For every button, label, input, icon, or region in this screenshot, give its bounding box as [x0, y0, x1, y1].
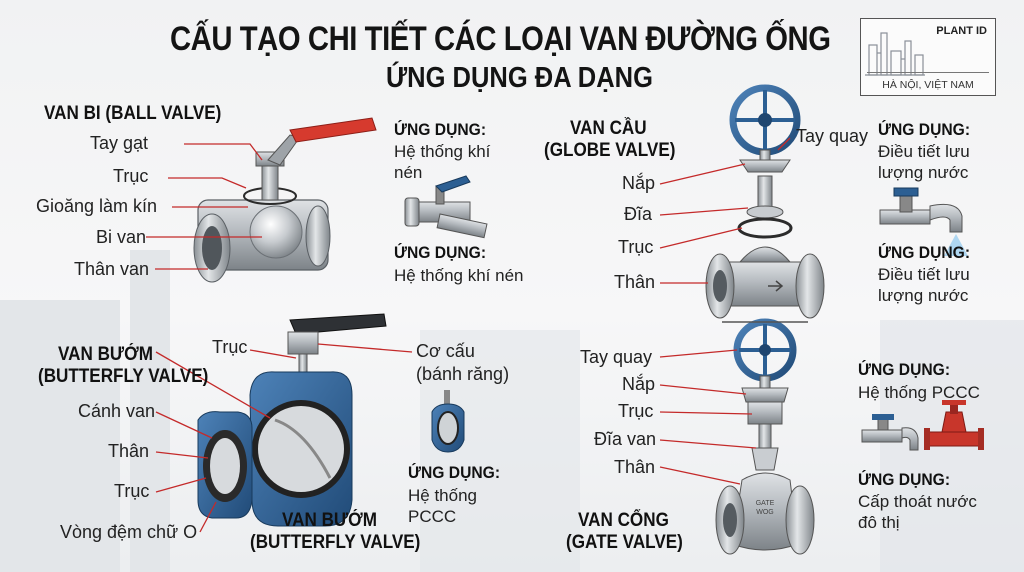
tap-icon — [861, 414, 919, 451]
gate-app-1-line-1: Hệ thống PCCC — [858, 383, 980, 402]
globe-part-disc: Đĩa — [624, 204, 653, 224]
gate-stem — [758, 423, 772, 449]
gate-app-2-line-1: Cấp thoát nước — [858, 492, 977, 511]
logo-name: PLANT ID — [936, 25, 987, 37]
gate-footer-title: VAN CỔNG — [578, 510, 669, 531]
butterfly-app-line-1: Hệ thống — [408, 486, 477, 505]
globe-valve-drawing — [705, 84, 825, 319]
gate-app-2-line-2: đô thị — [858, 513, 900, 532]
globe-app-2-heading: ỨNG DỤNG: — [878, 243, 971, 262]
butterfly-valve-drawing — [197, 313, 387, 527]
butterfly-valve-heading: VAN BƯỚM — [58, 344, 153, 365]
globe-body — [721, 261, 809, 307]
globe-app-2-line-2: lượng nước — [878, 286, 969, 305]
ball-part-stem: Trục — [113, 166, 149, 186]
ball-valve-stem — [261, 163, 279, 201]
butterfly-disc — [252, 400, 350, 498]
ball-part-ball: Bi van — [96, 227, 147, 247]
gate-part-stem: Trục — [618, 401, 654, 421]
butterfly-handle — [289, 313, 387, 335]
gate-part-handwheel: Tay quay — [580, 347, 653, 367]
leader-lines — [146, 137, 791, 533]
small-butterfly-valve-icon — [431, 390, 465, 453]
butterfly-part-gear: Cơ cấu — [416, 341, 475, 361]
globe-app-1-line-1: Điều tiết lưu — [878, 142, 970, 161]
page-subtitle: ỨNG DỤNG ĐA DẠNG — [386, 62, 653, 94]
butterfly-part-disc: Cánh van — [78, 401, 156, 421]
faucet-icon — [879, 187, 968, 256]
gate-footer-subtitle: (GATE VALVE) — [566, 532, 683, 553]
ball-app-2-heading: ỨNG DỤNG: — [394, 243, 487, 262]
ball-valve-bore — [202, 226, 222, 270]
butterfly-part-gear-note: (bánh răng) — [416, 364, 510, 384]
gate-wedge — [751, 447, 779, 471]
butterfly-part-stem: Trục — [114, 481, 150, 501]
butterfly-part-o-ring: Vòng đệm chữ O — [60, 522, 198, 542]
butterfly-part-stem-top: Trục — [212, 337, 248, 357]
ball-app-1-line-1: Hệ thống khí — [394, 142, 491, 161]
butterfly-app-line-2: PCCC — [408, 507, 457, 526]
ball-app-1-heading: ỨNG DỤNG: — [394, 120, 487, 139]
background-building — [0, 300, 120, 572]
ball-part-seal: Gioăng làm kín — [36, 196, 158, 216]
gate-part-body: Thân — [614, 457, 656, 477]
globe-disc — [746, 205, 784, 219]
red-valve-icon — [924, 400, 984, 450]
ball-valve-drawing — [193, 117, 377, 283]
gate-bonnet — [741, 387, 789, 403]
butterfly-footer-subtitle: (BUTTERFLY VALVE) — [250, 532, 421, 553]
globe-gasket — [737, 217, 793, 239]
pneumatic-valve-icon — [404, 175, 488, 239]
globe-part-handwheel: Tay quay — [796, 126, 869, 146]
ball-part-handle: Tay gạt — [90, 133, 149, 153]
ball-app-2-line-1: Hệ thống khí nén — [394, 266, 524, 285]
gate-app-1-heading: ỨNG DỤNG: — [858, 360, 951, 379]
logo-divider — [867, 72, 989, 73]
ball-part-body: Thân van — [74, 259, 150, 279]
gate-marking-1: GATE — [756, 500, 775, 507]
globe-app-1-line-2: lượng nước — [878, 163, 969, 182]
logo-location: HÀ NỘI, VIỆT NAM — [882, 79, 974, 91]
butterfly-part-body: Thân — [108, 441, 150, 461]
globe-valve-heading-en: (GLOBE VALVE) — [544, 140, 676, 161]
page-title: CẤU TẠO CHI TIẾT CÁC LOẠI VAN ĐƯỜNG ỐNG — [170, 20, 831, 58]
butterfly-app-heading: ỨNG DỤNG: — [408, 463, 501, 482]
background-tower — [130, 250, 170, 572]
gate-valve-drawing: GATE WOG — [715, 318, 815, 555]
globe-part-bonnet: Nắp — [622, 173, 656, 193]
butterfly-valve-heading-en: (BUTTERFLY VALVE) — [38, 366, 209, 387]
ball-valve-heading: VAN BI (BALL VALVE) — [44, 103, 222, 124]
plant-id-logo: PLANT ID HÀ NỘI, VIỆT NAM — [860, 18, 996, 96]
ball-app-1-line-2: nén — [394, 163, 423, 182]
globe-part-stem: Trục — [618, 237, 654, 257]
gear-mechanism-icon — [287, 331, 319, 355]
globe-valve-heading: VAN CẦU — [570, 118, 647, 139]
ball-valve-outlet — [305, 205, 331, 267]
butterfly-footer-title: VAN BƯỚM — [282, 510, 377, 531]
globe-app-1-heading: ỨNG DỤNG: — [878, 120, 971, 139]
gate-part-wedge: Đĩa van — [594, 429, 657, 449]
globe-part-body: Thân — [614, 272, 656, 292]
red-handle-grip — [289, 117, 377, 143]
ball-icon — [249, 205, 303, 259]
globe-app-2-line-1: Điều tiết lưu — [878, 265, 970, 284]
refinery-icon — [865, 32, 925, 76]
gate-app-2-heading: ỨNG DỤNG: — [858, 470, 951, 489]
gate-marking-2: WOG — [756, 509, 774, 516]
globe-bonnet — [739, 159, 791, 173]
gate-part-bonnet: Nắp — [622, 374, 656, 394]
